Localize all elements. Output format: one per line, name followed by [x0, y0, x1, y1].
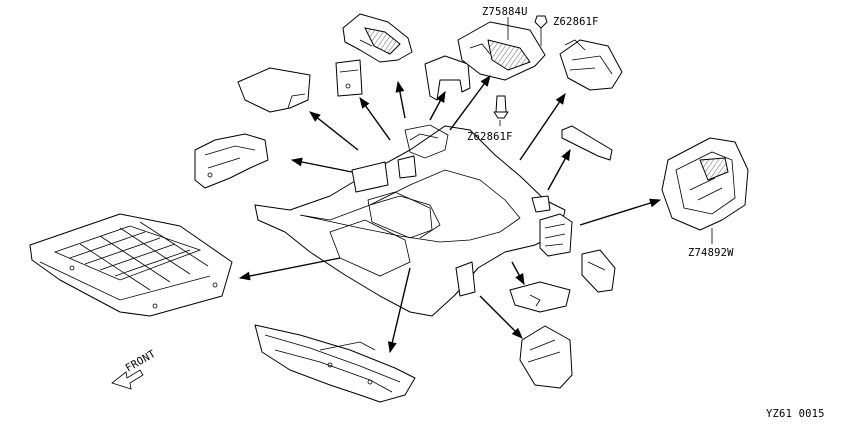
label-z62861f-bottom: Z62861F: [467, 131, 513, 143]
floor-crossmember: [254, 324, 416, 403]
label-z74892w: Z74892W: [688, 247, 734, 259]
floor-side-panel-left: [194, 133, 269, 189]
bracket-lower-right: [581, 249, 616, 293]
diagram-code: YZ61 0015: [766, 408, 825, 420]
main-floor-panel: [254, 124, 573, 317]
under-cover-large: [29, 213, 233, 317]
label-z62861f-top: Z62861F: [553, 16, 599, 28]
tunnel-panel-z75884u: [457, 21, 546, 81]
clip-z62861f-top: [534, 15, 548, 46]
bracket-bent: [424, 55, 471, 101]
bracket-strip-right: [561, 125, 613, 161]
front-label: FRONT: [124, 348, 159, 375]
side-member-extension: [519, 325, 573, 389]
label-z75884u: Z75884U: [482, 6, 528, 18]
reinforcement-plate-upper-left: [237, 67, 311, 113]
front-direction-indicator: FRONT: [111, 348, 159, 390]
bracket-upper-small: [335, 59, 363, 97]
tunnel-reinforcement-top: [342, 13, 413, 63]
explode-arrows: [238, 75, 662, 354]
front-arrow-icon: [111, 369, 144, 390]
seat-mounting-bracket: [559, 39, 623, 91]
clip-z62861f-bottom: [493, 95, 509, 126]
heat-insulator-plate: [509, 281, 571, 313]
rear-floor-cover-z74892w: [661, 137, 749, 231]
